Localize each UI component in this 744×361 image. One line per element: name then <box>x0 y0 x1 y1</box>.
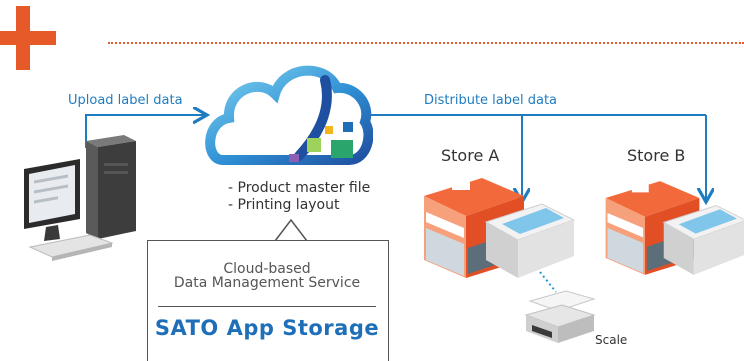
cloud-icon <box>205 65 373 165</box>
store-a-title: Store A <box>441 146 500 165</box>
flow-arrows <box>85 0 744 293</box>
upload-label: Upload label data <box>68 93 183 108</box>
service-line-2: Data Management Service <box>173 275 361 291</box>
scale-link <box>539 271 557 293</box>
dotted-divider <box>108 42 744 44</box>
plus-icon-bar <box>0 31 56 45</box>
computer-icon <box>24 135 136 261</box>
callout-divider <box>158 306 376 307</box>
weighing-scale-icon <box>524 290 596 343</box>
store-b-title: Store B <box>627 146 686 165</box>
brand-name: SATO App Storage <box>154 316 380 340</box>
distribute-label: Distribute label data <box>424 93 558 108</box>
service-description: Cloud-based Data Management Service <box>147 262 387 290</box>
store-b-icon <box>605 181 744 275</box>
service-line-1: Cloud-based <box>223 261 311 277</box>
product-file-list: - Product master file - Printing layout <box>228 180 370 214</box>
file-item: - Product master file <box>228 180 371 196</box>
file-item: - Printing layout <box>228 197 340 213</box>
service-callout <box>147 240 389 361</box>
store-a-icon <box>424 178 576 278</box>
scale-label: Scale <box>595 333 628 347</box>
upload-arrow <box>85 115 205 148</box>
